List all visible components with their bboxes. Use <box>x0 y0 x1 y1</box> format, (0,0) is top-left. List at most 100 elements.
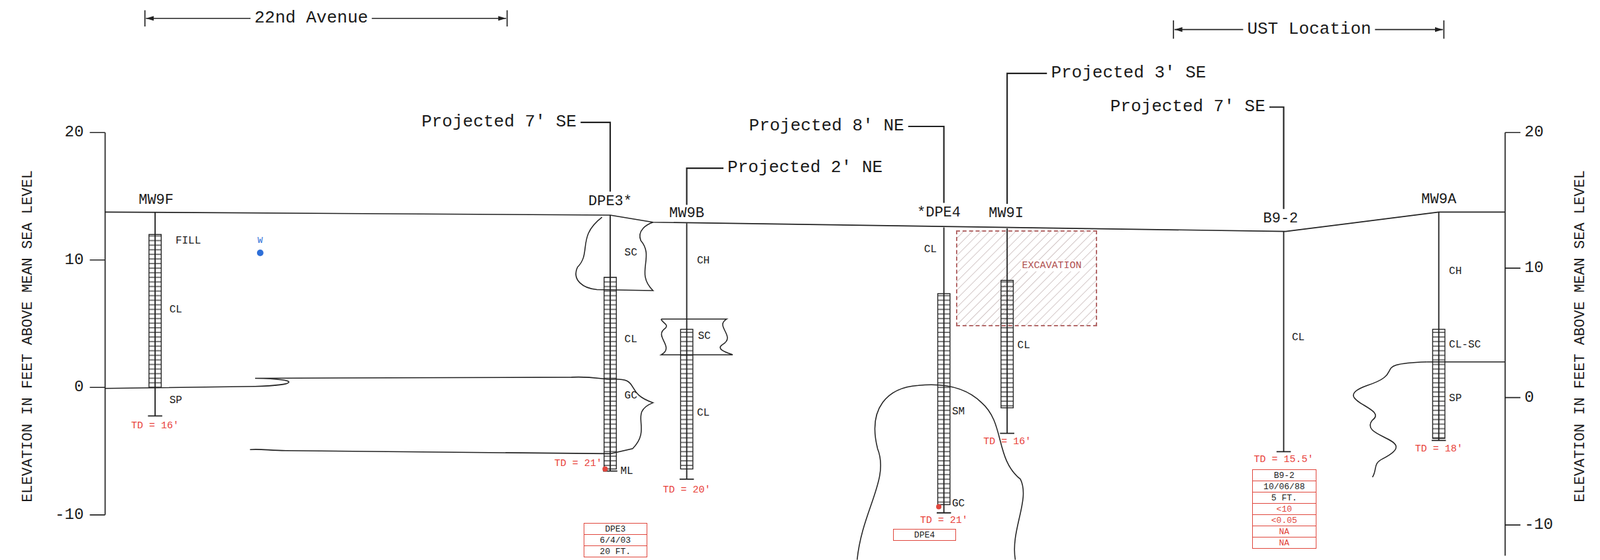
leader-line <box>1269 107 1284 210</box>
axis-tick-label: 20 <box>64 124 84 142</box>
well-casing <box>1431 212 1447 441</box>
soil-label: CL <box>169 304 183 317</box>
well-casing <box>936 227 952 513</box>
soil-label: CL <box>1017 340 1031 352</box>
leader-line <box>1007 73 1047 205</box>
well-casing <box>999 228 1015 434</box>
excavation-hatch <box>956 230 1098 327</box>
soil-label: GC <box>624 390 638 402</box>
sample-dot <box>257 249 942 510</box>
layer-boundary <box>1353 362 1427 478</box>
axis-title: ELEVATION IN FEET ABOVE MEAN SEA LEVEL <box>21 170 37 503</box>
soil-label: SP <box>169 395 183 407</box>
well-label: MW9A <box>1421 192 1457 208</box>
axis-tick-label: 10 <box>1524 260 1544 277</box>
table-cell: 20 FT. <box>584 545 647 558</box>
ground-surface <box>105 212 1506 232</box>
projection-note: Projected 7' SE <box>1110 98 1266 116</box>
ground-surface <box>105 212 1506 232</box>
well-label: B9-2 <box>1262 212 1298 228</box>
water-marker: W <box>257 236 264 246</box>
total-depth: TD = 20' <box>662 485 711 497</box>
well-screen <box>1432 329 1445 439</box>
layer-boundary <box>105 217 1506 560</box>
table-cell: 5 FT. <box>1252 492 1316 504</box>
table-cell: <0.05 <box>1252 514 1316 527</box>
projection-note: Projected 2' NE <box>727 159 883 177</box>
table-cell: <10 <box>1252 503 1316 515</box>
soil-label: FILL <box>175 235 201 247</box>
leader-line <box>580 73 1284 210</box>
projection-note: Projected 8' NE <box>749 117 905 136</box>
table-cell: NA <box>1252 526 1316 538</box>
excavation-area: EXCAVATION <box>956 230 1098 327</box>
leader-line <box>687 168 724 205</box>
total-depth: TD = 18' <box>1415 444 1463 456</box>
soil-label: CL <box>1291 331 1305 344</box>
total-depth: TD = 21' <box>554 459 603 470</box>
elevation-axis <box>90 132 1521 556</box>
table-cell: 10/06/88 <box>1252 480 1316 493</box>
well-casing <box>1276 231 1292 453</box>
well-screen <box>680 329 693 470</box>
soil-label: SC <box>624 247 638 260</box>
axis-tick-label: -10 <box>1524 517 1553 534</box>
leader-line <box>908 126 945 204</box>
area-label: UST Location <box>1242 20 1375 39</box>
well-label: *DPE4 <box>916 205 961 221</box>
well-screen <box>149 234 161 388</box>
soil-label: CH <box>696 255 710 267</box>
soil-label: SP <box>1448 393 1462 405</box>
leader-line <box>580 122 611 193</box>
well-label: MW9F <box>138 193 174 209</box>
axis-tick-label: -10 <box>54 506 84 524</box>
sample-table: DPE4 <box>893 529 957 542</box>
projection-note: Projected 7' SE <box>421 113 577 132</box>
soil-label: CL <box>696 407 710 419</box>
well-casing <box>147 212 163 417</box>
excavation-hatch <box>956 230 1098 327</box>
elevation-axis <box>1505 132 1521 556</box>
sample-dot <box>257 249 264 257</box>
soil-label: SM <box>952 406 965 419</box>
total-depth: TD = 21' <box>920 516 968 527</box>
table-cell: DPE4 <box>893 530 957 541</box>
axis-tick-label: 20 <box>1524 124 1544 142</box>
soil-label: CL <box>924 244 937 256</box>
well-screen <box>149 234 1445 505</box>
layer-boundary <box>249 449 611 455</box>
street-label: 22nd Avenue <box>250 9 373 28</box>
well-casing <box>679 223 695 480</box>
soil-label: CL <box>624 333 638 346</box>
area-label: EXCAVATION <box>1020 260 1084 272</box>
well-screen <box>1001 280 1014 409</box>
total-depth: TD = 16' <box>983 437 1031 449</box>
layer-boundary <box>661 319 733 356</box>
elevation-axis <box>90 132 106 516</box>
soil-label: CL-SC <box>1448 339 1481 351</box>
sample-table: B9-210/06/885 FT.<10<0.05NANA <box>1252 469 1317 550</box>
axis-tick-label: 10 <box>64 251 84 269</box>
axis-tick-label: 0 <box>74 379 84 397</box>
total-depth: TD = 15.5' <box>1253 455 1314 466</box>
well-casing <box>147 212 1446 513</box>
soil-label: ML <box>620 465 633 478</box>
axis-title: ELEVATION IN FEET ABOVE MEAN SEA LEVEL <box>1572 170 1589 503</box>
well-label: MW9B <box>669 206 705 222</box>
well-screen <box>937 294 950 506</box>
well-label: MW9I <box>988 206 1024 222</box>
soil-label: SC <box>698 331 711 343</box>
table-cell: DPE3 <box>584 524 647 535</box>
total-depth: TD = 16' <box>131 421 179 432</box>
soil-label: CH <box>1448 265 1462 277</box>
soil-label: GC <box>952 498 965 510</box>
table-cell: 6/4/03 <box>584 534 647 546</box>
well-label: DPE3* <box>588 194 633 210</box>
sample-table: DPE36/4/0320 FT. <box>583 523 648 558</box>
layer-boundary <box>105 377 611 389</box>
sample-dot <box>936 504 942 510</box>
table-cell: NA <box>1252 537 1316 549</box>
dimension-bracket <box>1173 20 1444 40</box>
